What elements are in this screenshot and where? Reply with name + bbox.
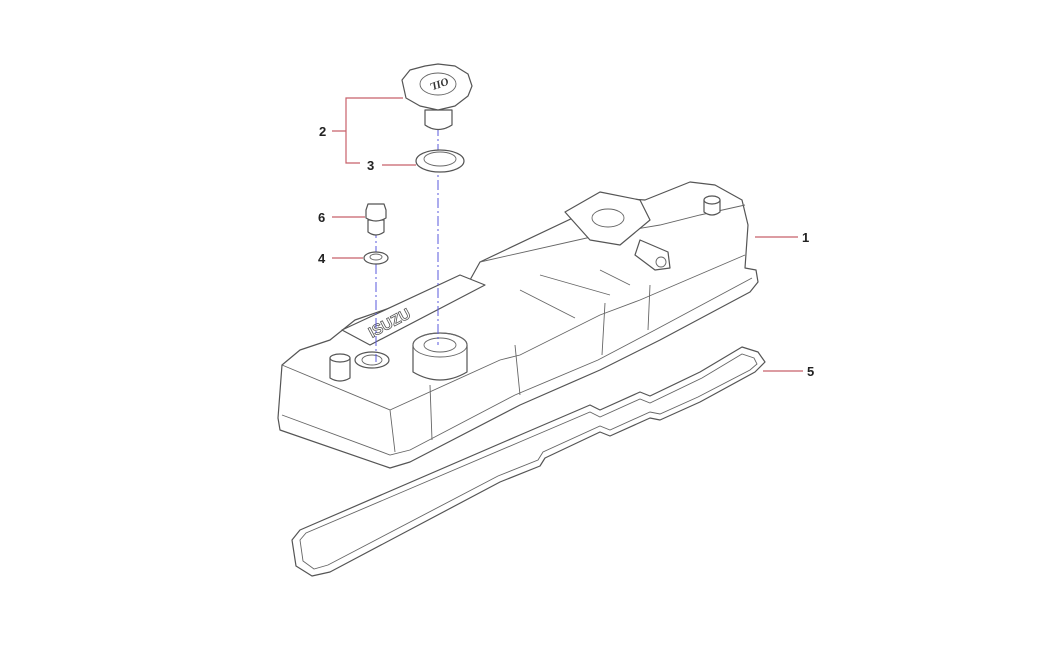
oil-cap-seal[interactable] — [415, 149, 465, 173]
leader-2 — [332, 97, 403, 164]
callout-1[interactable]: 1 — [802, 230, 809, 245]
rocker-cover-gasket[interactable] — [291, 346, 766, 577]
rocker-cover[interactable]: ISUZU — [277, 181, 759, 469]
callout-2[interactable]: 2 — [319, 124, 326, 139]
plug-bolt[interactable] — [365, 203, 387, 236]
oil-filler-cap[interactable]: OIL — [401, 63, 473, 131]
callout-5[interactable]: 5 — [807, 364, 814, 379]
callout-4[interactable]: 4 — [318, 251, 326, 266]
callout-3[interactable]: 3 — [367, 158, 374, 173]
callout-6[interactable]: 6 — [318, 210, 325, 225]
washer[interactable] — [363, 251, 389, 265]
